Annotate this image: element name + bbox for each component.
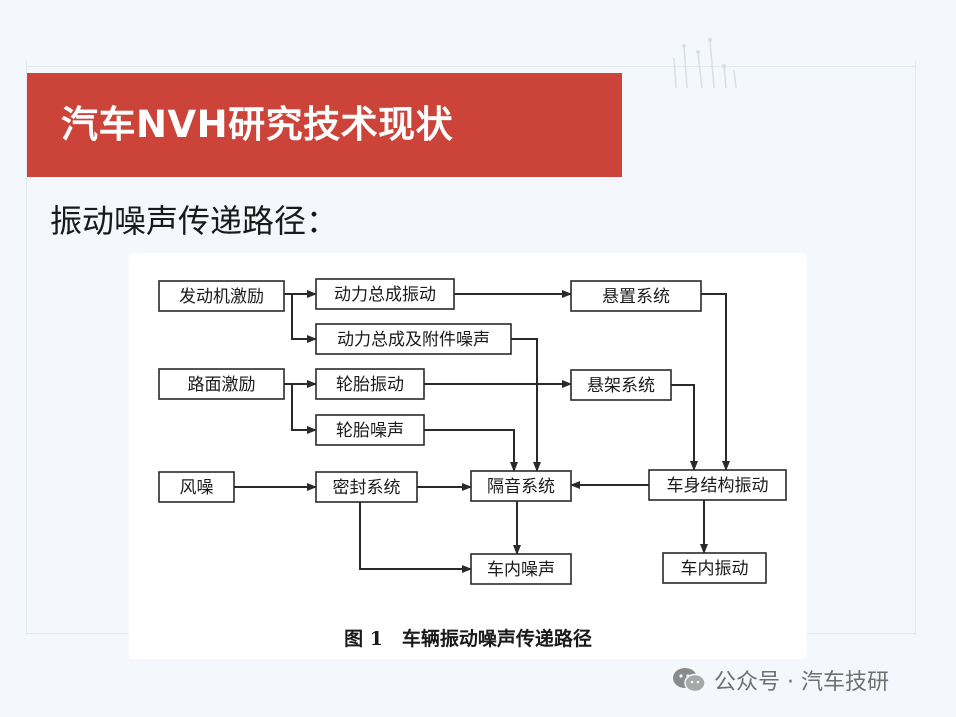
node-label: 动力总成及附件噪声 [337,330,490,350]
node-powertrain-vib: 动力总成振动 [315,278,455,310]
wechat-icon [673,668,706,693]
node-wind: 风噪 [158,471,235,503]
frame-line-left [26,60,27,635]
node-box [315,414,425,446]
edge-road-to-tire_noise [291,384,317,434]
edge-susp_frame-to-body_vib [671,384,698,471]
edges-layer [234,290,730,573]
node-box [315,278,455,310]
node-label: 发动机激励 [179,287,264,307]
node-tire-noise: 轮胎噪声 [315,414,425,446]
node-box [470,553,572,585]
node-road: 路面激励 [158,368,285,400]
node-box [570,280,702,312]
node-label: 悬置系统 [602,287,670,307]
node-engine: 发动机激励 [158,280,285,312]
node-label: 轮胎振动 [336,375,404,395]
node-tire-vib: 轮胎振动 [315,368,425,400]
node-box [158,280,285,312]
node-box [662,552,767,584]
node-box [648,469,787,501]
node-label: 车内噪声 [487,560,555,580]
node-cabin-vib: 车内振动 [662,552,767,584]
frame-line-right [915,60,916,635]
edge-suspension-to-body_vib [701,293,730,471]
node-cabin-noise: 车内噪声 [470,553,572,585]
watermark-text: 公众号 · 汽车技研 [714,670,889,695]
node-label: 动力总成振动 [334,285,436,305]
node-susp-frame: 悬架系统 [570,369,672,401]
figure-caption: 图 1 车辆振动噪声传递路径 [344,627,592,650]
node-box [470,470,572,502]
node-seal: 密封系统 [315,471,418,503]
node-suspension: 悬置系统 [570,280,702,312]
slide-title: 汽车NVH研究技术现状 [61,103,454,146]
node-box [315,471,418,503]
node-box [158,368,285,400]
node-label: 轮胎噪声 [336,421,404,441]
edge-powertrain_noise-to-insulation [511,338,541,472]
figure-panel: 发动机激励路面激励风噪 动力总成振动动力总成及附件噪声轮胎振动轮胎噪声密封系统 悬置… [129,253,807,659]
watermark: 公众号 · 汽车技研 [672,662,889,698]
node-label: 车内振动 [681,559,749,579]
node-box [315,323,512,355]
node-box [570,369,672,401]
edge-tire_noise-to-insulation [424,429,518,472]
node-label: 隔音系统 [487,477,555,497]
node-label: 密封系统 [333,478,401,498]
decorative-ornament [673,38,737,89]
node-label: 车身结构振动 [667,476,769,496]
node-label: 风噪 [180,478,214,498]
node-box [315,368,425,400]
slide-subtitle: 振动噪声传递路径： [50,202,339,240]
node-body-vib: 车身结构振动 [648,469,787,501]
node-label: 路面激励 [188,375,256,395]
node-box [158,471,235,503]
frame-line-top [26,66,916,67]
edge-engine-to-powertrain_noise [291,294,317,343]
node-powertrain-noise: 动力总成及附件噪声 [315,323,512,355]
title-banner: 汽车NVH研究技术现状 [27,73,622,177]
node-label: 悬架系统 [587,376,655,396]
edge-seal-to-cabin_noise [359,502,472,573]
node-insulation: 隔音系统 [470,470,572,502]
